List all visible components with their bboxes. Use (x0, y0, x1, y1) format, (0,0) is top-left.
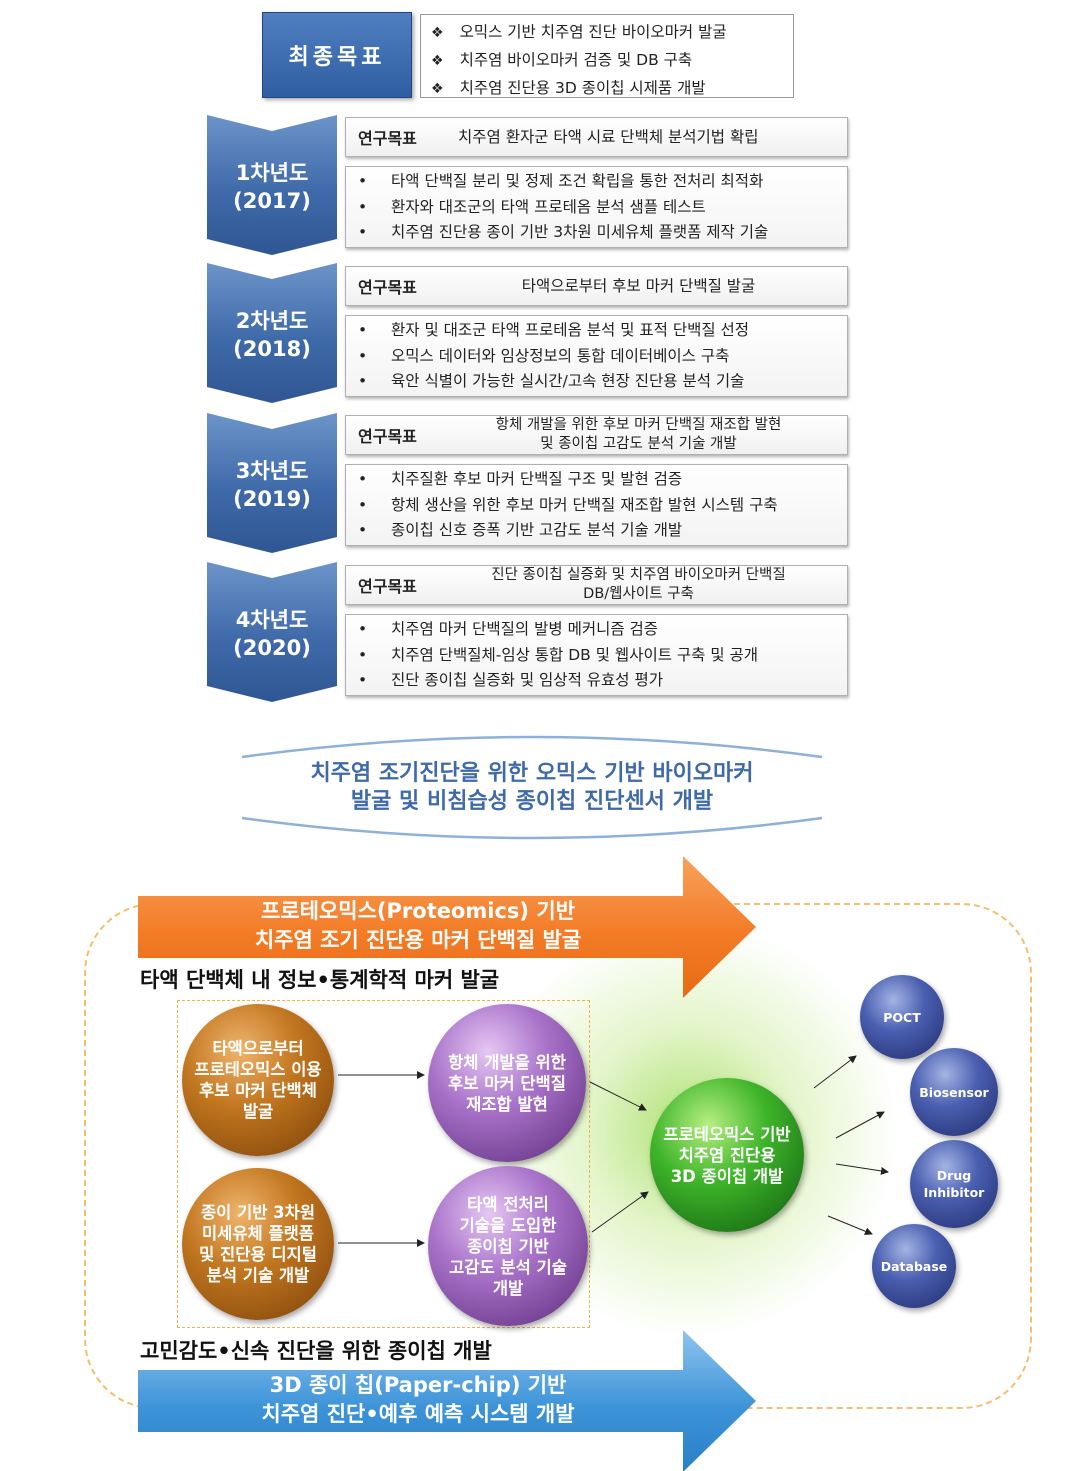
list-item: 육안 식별이 가능한 실시간/고속 현장 진단용 분석 기술 (358, 369, 847, 395)
list-item: 환자 및 대조군 타액 프로테옴 분석 및 표적 단백질 선정 (358, 318, 847, 344)
top-section-title: 타액 단백체 내 정보•통계학적 마커 발굴 (140, 968, 500, 992)
circle-saliva-proteomics: 타액으로부터 프로테오믹스 이용 후보 마커 단백체 발굴 (182, 1004, 334, 1156)
year-3-date: (2019) (233, 487, 311, 511)
year-2-label: 2차년도 (235, 309, 309, 333)
year-1-chevron: 1차년도 (2017) (207, 115, 337, 255)
paper-chip-arrow-text: 3D 종이 칩(Paper-chip) 기반 치주염 진단•예후 예측 시스템 … (261, 1373, 575, 1426)
year-1-items: 타액 단백질 분리 및 정제 조건 확립을 통한 전처리 최적화 환자와 대조군… (345, 166, 848, 248)
final-goal-item: 오믹스 기반 치주염 진단 바이오마커 발굴 (431, 19, 793, 47)
output-database: Database (872, 1224, 956, 1308)
year-4-label: 4차년도 (235, 608, 309, 632)
year-1-date: (2017) (233, 189, 311, 213)
circle-antibody-expression: 항체 개발을 위한 후보 마커 단백질 재조합 발현 (428, 1004, 586, 1162)
list-item: 치주염 단백질체-임상 통합 DB 및 웹사이트 구축 및 공개 (358, 643, 847, 669)
list-item: 환자와 대조군의 타액 프로테옴 분석 샘플 테스트 (358, 195, 847, 221)
connector-arrow (835, 1163, 889, 1175)
goal-label: 연구목표 (358, 278, 417, 297)
output-poct: POCT (860, 975, 944, 1059)
year-2-items: 환자 및 대조군 타액 프로테옴 분석 및 표적 단백질 선정 오믹스 데이터와… (345, 315, 848, 397)
circle-3d-paper-chip: 프로테오믹스 기반 치주염 진단용 3D 종이칩 개발 (650, 1078, 804, 1232)
year-3-goal-box: 연구목표 항체 개발을 위한 후보 마커 단백질 재조합 발현 및 종이칩 고감… (345, 415, 848, 455)
goal-label: 연구목표 (358, 427, 417, 446)
connector-arrow (813, 1055, 857, 1089)
list-item: 치주질환 후보 마커 단백질 구조 및 발현 검증 (358, 467, 847, 493)
goal-label: 연구목표 (358, 129, 417, 148)
proteomics-arrow-text: 프로테오믹스(Proteomics) 기반 치주염 조기 진단용 마커 단백질 … (254, 899, 582, 952)
year-2-chevron: 2차년도 (2018) (207, 263, 337, 403)
final-goal-list: 오믹스 기반 치주염 진단 바이오마커 발굴 치주염 바이오마커 검증 및 DB… (420, 14, 794, 98)
circle-pretreatment-analysis: 타액 전처리 기술을 도입한 종이칩 기반 고감도 분석 기술 개발 (428, 1166, 588, 1326)
year-2-date: (2018) (233, 337, 311, 361)
final-goal-title: 최종목표 (262, 12, 412, 98)
connector-arrow (589, 1081, 647, 1111)
year-2-goal-box: 연구목표 타액으로부터 후보 마커 단백질 발굴 (345, 266, 848, 306)
year-4-items: 치주염 마커 단백질의 발병 메커니즘 검증 치주염 단백질체-임상 통합 DB… (345, 614, 848, 696)
inner-frame (177, 1000, 590, 1328)
year-4-goal-box: 연구목표 진단 종이칩 실증화 및 치주염 바이오마커 단백질 DB/웹사이트 … (345, 565, 848, 605)
list-item: 치주염 마커 단백질의 발병 메커니즘 검증 (358, 617, 847, 643)
connector-arrow (835, 1111, 885, 1139)
summary-text: 치주염 조기진단을 위한 오믹스 기반 바이오마커 발굴 및 비침습성 종이칩 … (310, 761, 754, 814)
year-3-goal: 항체 개발을 위한 후보 마커 단백질 재조합 발현 및 종이칩 고감도 분석 … (495, 417, 782, 452)
year-2-goal: 타액으로부터 후보 마커 단백질 발굴 (521, 276, 756, 295)
list-item: 항체 생산을 위한 후보 마커 단백질 재조합 발현 시스템 구축 (358, 493, 847, 519)
year-3-items: 치주질환 후보 마커 단백질 구조 및 발현 검증 항체 생산을 위한 후보 마… (345, 464, 848, 546)
year-3-label: 3차년도 (235, 459, 309, 483)
final-goal-item: 치주염 바이오마커 검증 및 DB 구축 (431, 47, 793, 75)
year-1-goal: 치주염 환자군 타액 시료 단백체 분석기법 확립 (458, 127, 759, 146)
connector-arrow (591, 1191, 649, 1233)
year-1-label: 1차년도 (235, 161, 309, 185)
output-biosensor: Biosensor (910, 1048, 998, 1136)
list-item: 종이칩 신호 증폭 기반 고감도 분석 기술 개발 (358, 518, 847, 544)
year-4-date: (2020) (233, 636, 311, 660)
goal-label: 연구목표 (358, 577, 417, 596)
year-1-goal-box: 연구목표 치주염 환자군 타액 시료 단백체 분석기법 확립 (345, 117, 848, 157)
connector-arrow (827, 1215, 873, 1236)
output-drug-inhibitor: Drug Inhibitor (910, 1140, 998, 1228)
final-goal-item: 치주염 진단용 3D 종이칩 시제품 개발 (431, 75, 793, 103)
list-item: 타액 단백질 분리 및 정제 조건 확립을 통한 전처리 최적화 (358, 169, 847, 195)
list-item: 진단 종이칩 실증화 및 임상적 유효성 평가 (358, 668, 847, 694)
year-3-chevron: 3차년도 (2019) (207, 413, 337, 553)
year-4-chevron: 4차년도 (2020) (207, 562, 337, 702)
list-item: 치주염 진단용 종이 기반 3차원 미세유체 플랫폼 제작 기술 (358, 220, 847, 246)
year-4-goal: 진단 종이칩 실증화 및 치주염 바이오마커 단백질 DB/웹사이트 구축 (491, 567, 786, 602)
circle-microfluidic-platform: 종이 기반 3차원 미세유체 플랫폼 및 진단용 디지털 분석 기술 개발 (182, 1168, 334, 1320)
bottom-section-title: 고민감도•신속 진단을 위한 종이칩 개발 (140, 1339, 492, 1363)
list-item: 오믹스 데이터와 임상정보의 통합 데이터베이스 구축 (358, 344, 847, 370)
summary-lens (241, 735, 823, 840)
